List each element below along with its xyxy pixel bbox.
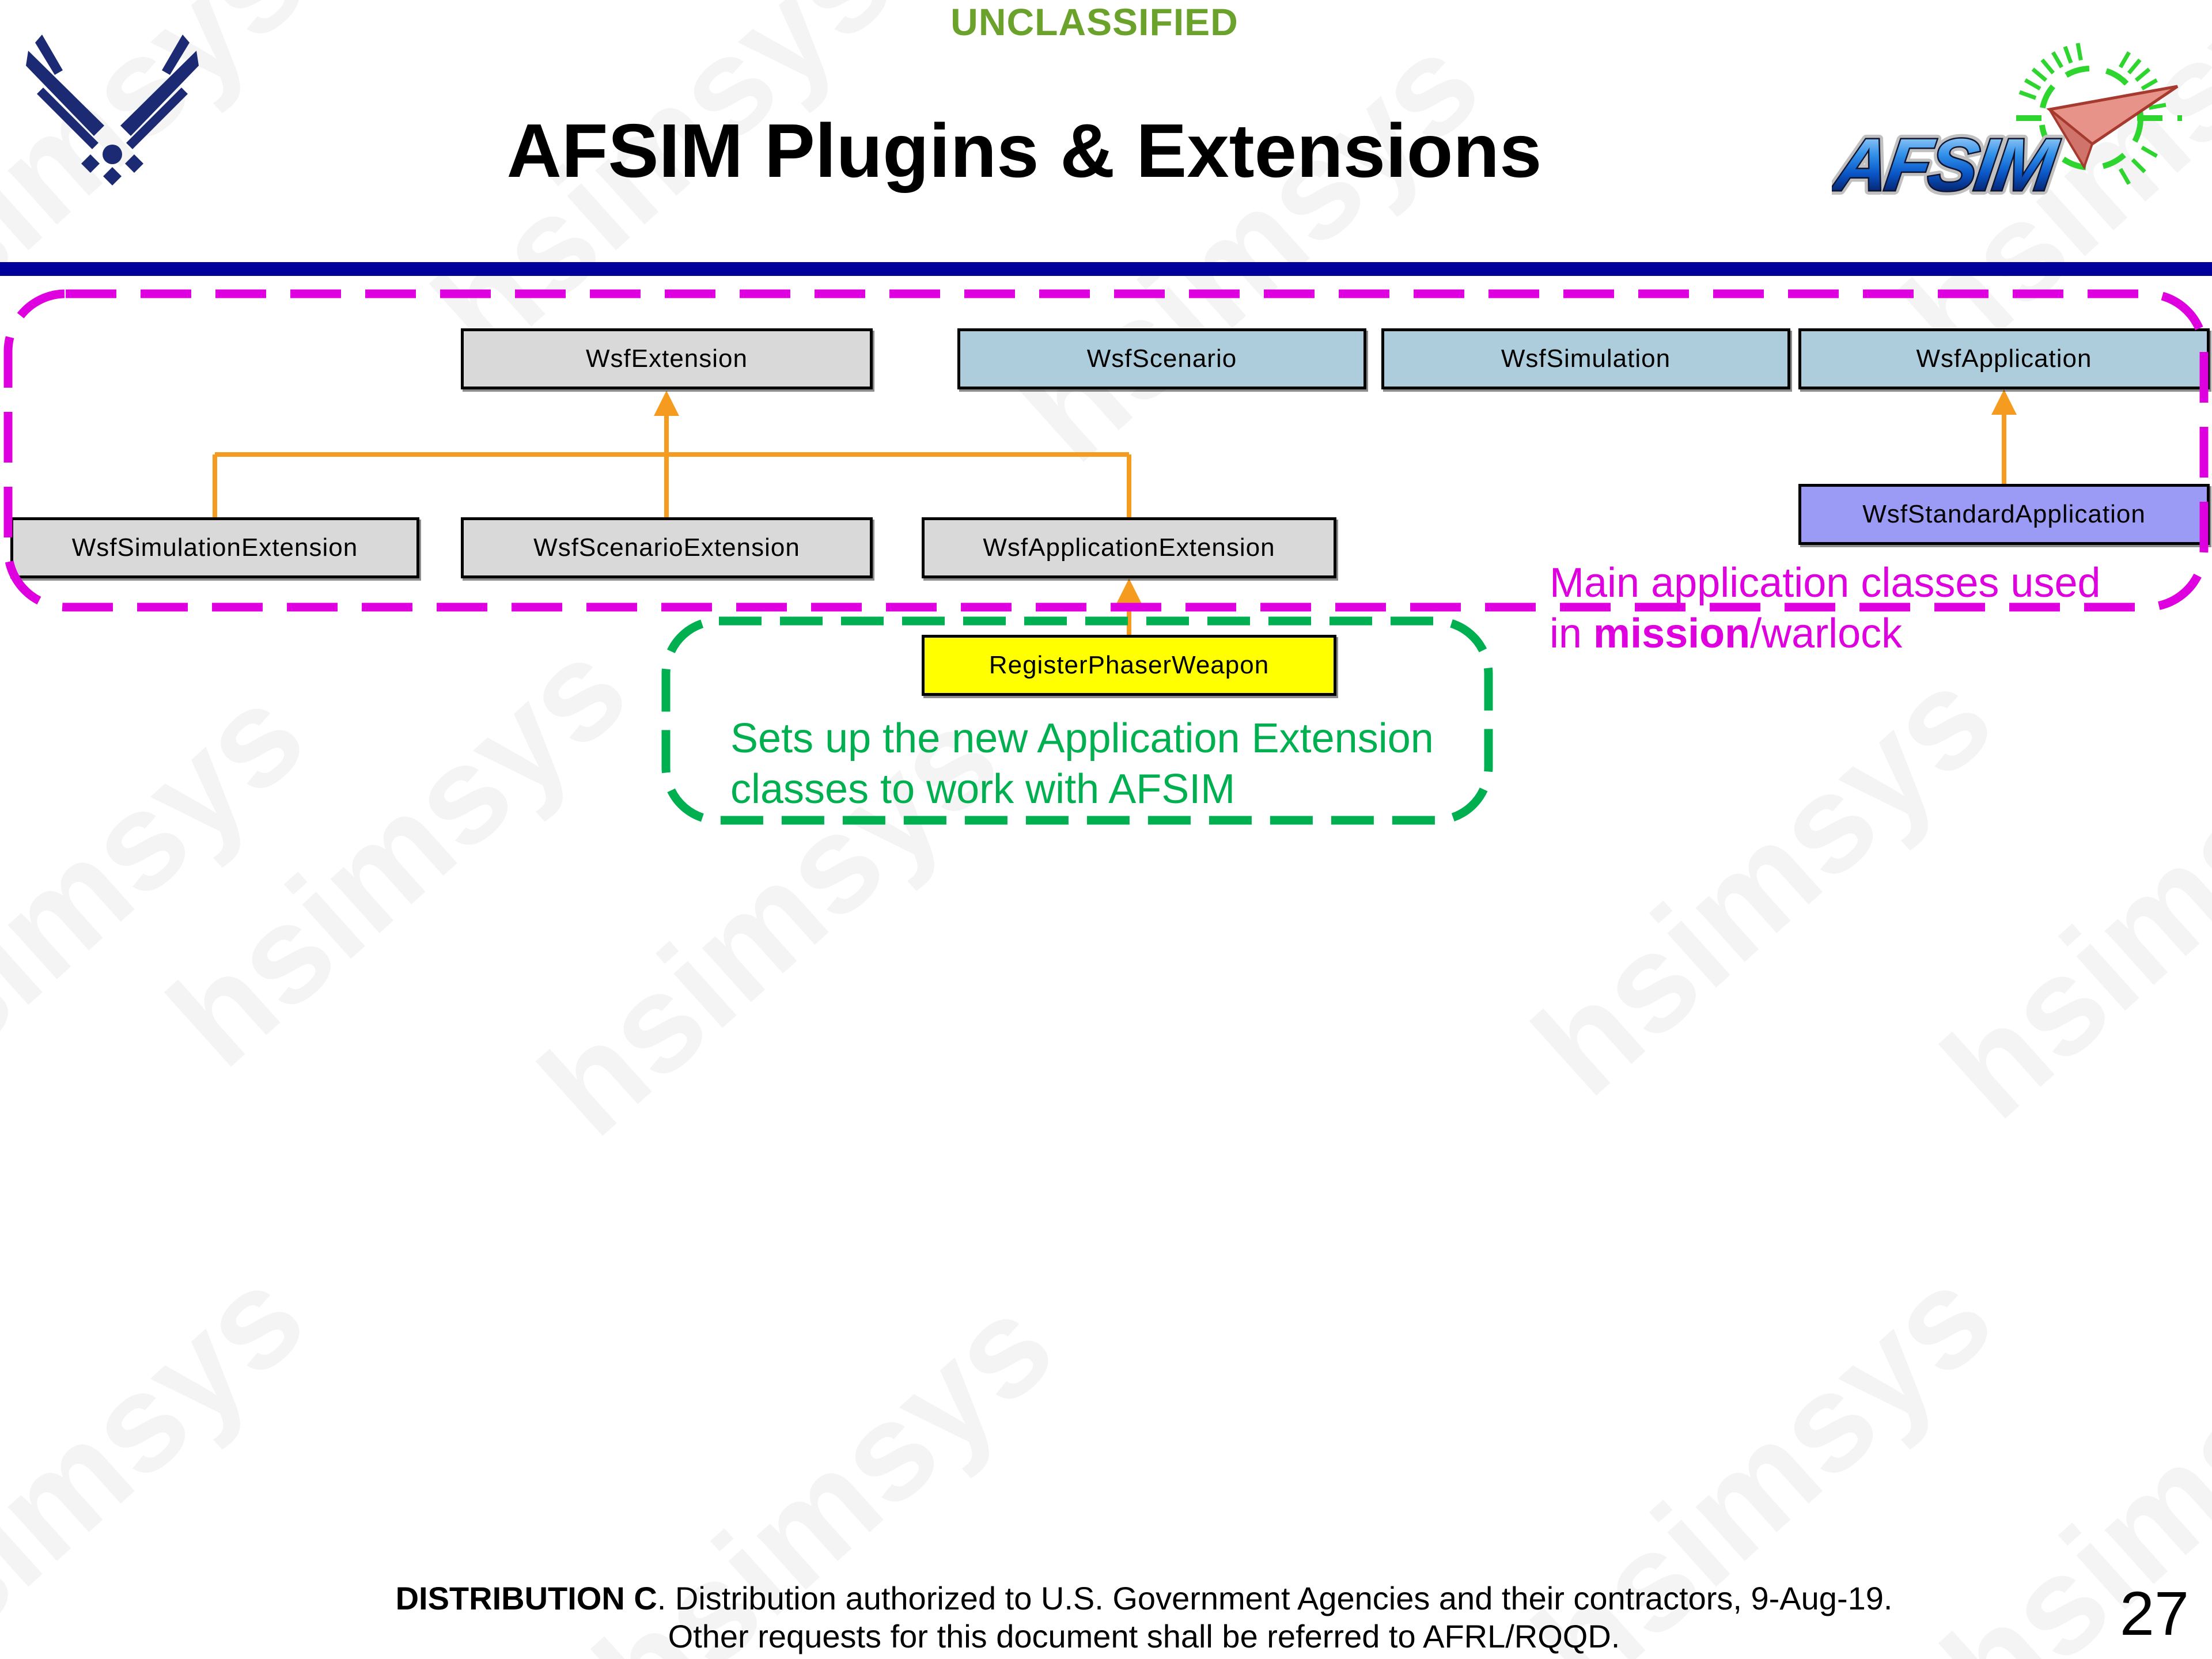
- arrowhead-wsfextension: [654, 391, 679, 416]
- watermark-text: hsimsys: [0, 654, 334, 1143]
- box-wsf-standard-application: WsfStandardApplication: [1798, 484, 2210, 545]
- magenta-callout-line2-post: /warlock: [1750, 611, 1903, 657]
- box-label: WsfExtension: [586, 344, 748, 373]
- green-callout: Sets up the new Application Extension cl…: [730, 713, 1514, 815]
- box-label: WsfStandardApplication: [1862, 500, 2146, 528]
- box-label: RegisterPhaserWeapon: [988, 651, 1270, 679]
- box-wsf-extension: WsfExtension: [461, 328, 873, 389]
- watermark-text: hsimsys: [139, 608, 657, 1097]
- magenta-callout-line2-bold: mission: [1593, 611, 1751, 657]
- box-wsf-scenario-extension: WsfScenarioExtension: [461, 517, 873, 578]
- distribution-line1: DISTRIBUTION C. Distribution authorized …: [76, 1580, 2212, 1618]
- page-title: AFSIM Plugins & Extensions: [506, 108, 1542, 193]
- afsim-logo: AFSIM AFSIM: [1832, 43, 2182, 211]
- box-label: WsfApplication: [1916, 344, 2092, 373]
- watermark-text: hsimsys: [991, 3, 1509, 492]
- distribution-line2: Other requests for this document shall b…: [668, 1618, 1620, 1654]
- green-callout-line1: Sets up the new Application Extension: [730, 715, 1434, 762]
- distribution-bold: DISTRIBUTION C: [395, 1580, 657, 1616]
- magenta-callout: Main application classes used in mission…: [1550, 558, 2206, 659]
- magenta-callout-line2: in mission/warlock: [1550, 608, 2206, 659]
- magenta-callout-line1: Main application classes used: [1550, 560, 2101, 606]
- classification-banner: UNCLASSIFIED: [950, 1, 1238, 43]
- afsim-wordmark-text: AFSIM: [1832, 124, 2063, 206]
- box-wsf-simulation-extension: WsfSimulationExtension: [10, 517, 419, 578]
- green-callout-line2: classes to work with AFSIM: [730, 766, 1236, 812]
- box-register-phaser-weapon: RegisterPhaserWeapon: [922, 635, 1336, 696]
- watermark-text: hsimsys: [1913, 660, 2212, 1149]
- page-number: 27: [2119, 1578, 2190, 1648]
- box-label: WsfScenarioExtension: [533, 533, 800, 562]
- usaf-wings-shape: [26, 35, 199, 185]
- usaf-wings-icon: [26, 35, 199, 185]
- watermark-text: hsimsys: [1504, 637, 2022, 1126]
- afsim-wordmark: AFSIM AFSIM: [1832, 120, 2067, 211]
- box-wsf-simulation: WsfSimulation: [1381, 328, 1790, 389]
- magenta-callout-line2-pre: in: [1550, 611, 1594, 657]
- arrowhead-application-extension: [1116, 578, 1142, 604]
- header-divider-bar: [0, 262, 2212, 276]
- distribution-rest: . Distribution authorized to U.S. Govern…: [657, 1580, 1893, 1616]
- distribution-statement: DISTRIBUTION C. Distribution authorized …: [76, 1580, 2212, 1656]
- box-wsf-application-extension: WsfApplicationExtension: [922, 517, 1336, 578]
- box-label: WsfScenario: [1086, 344, 1237, 373]
- box-label: WsfSimulationExtension: [71, 533, 358, 562]
- afsim-wordmark-outline: AFSIM: [1832, 124, 2063, 206]
- box-label: WsfApplicationExtension: [983, 533, 1275, 562]
- arrowhead-wsfapplication: [1991, 389, 2017, 415]
- box-label: WsfSimulation: [1501, 344, 1671, 373]
- paper-plane-icon: [2046, 85, 2179, 170]
- box-wsf-scenario: WsfScenario: [957, 328, 1366, 389]
- box-wsf-application: WsfApplication: [1798, 328, 2210, 389]
